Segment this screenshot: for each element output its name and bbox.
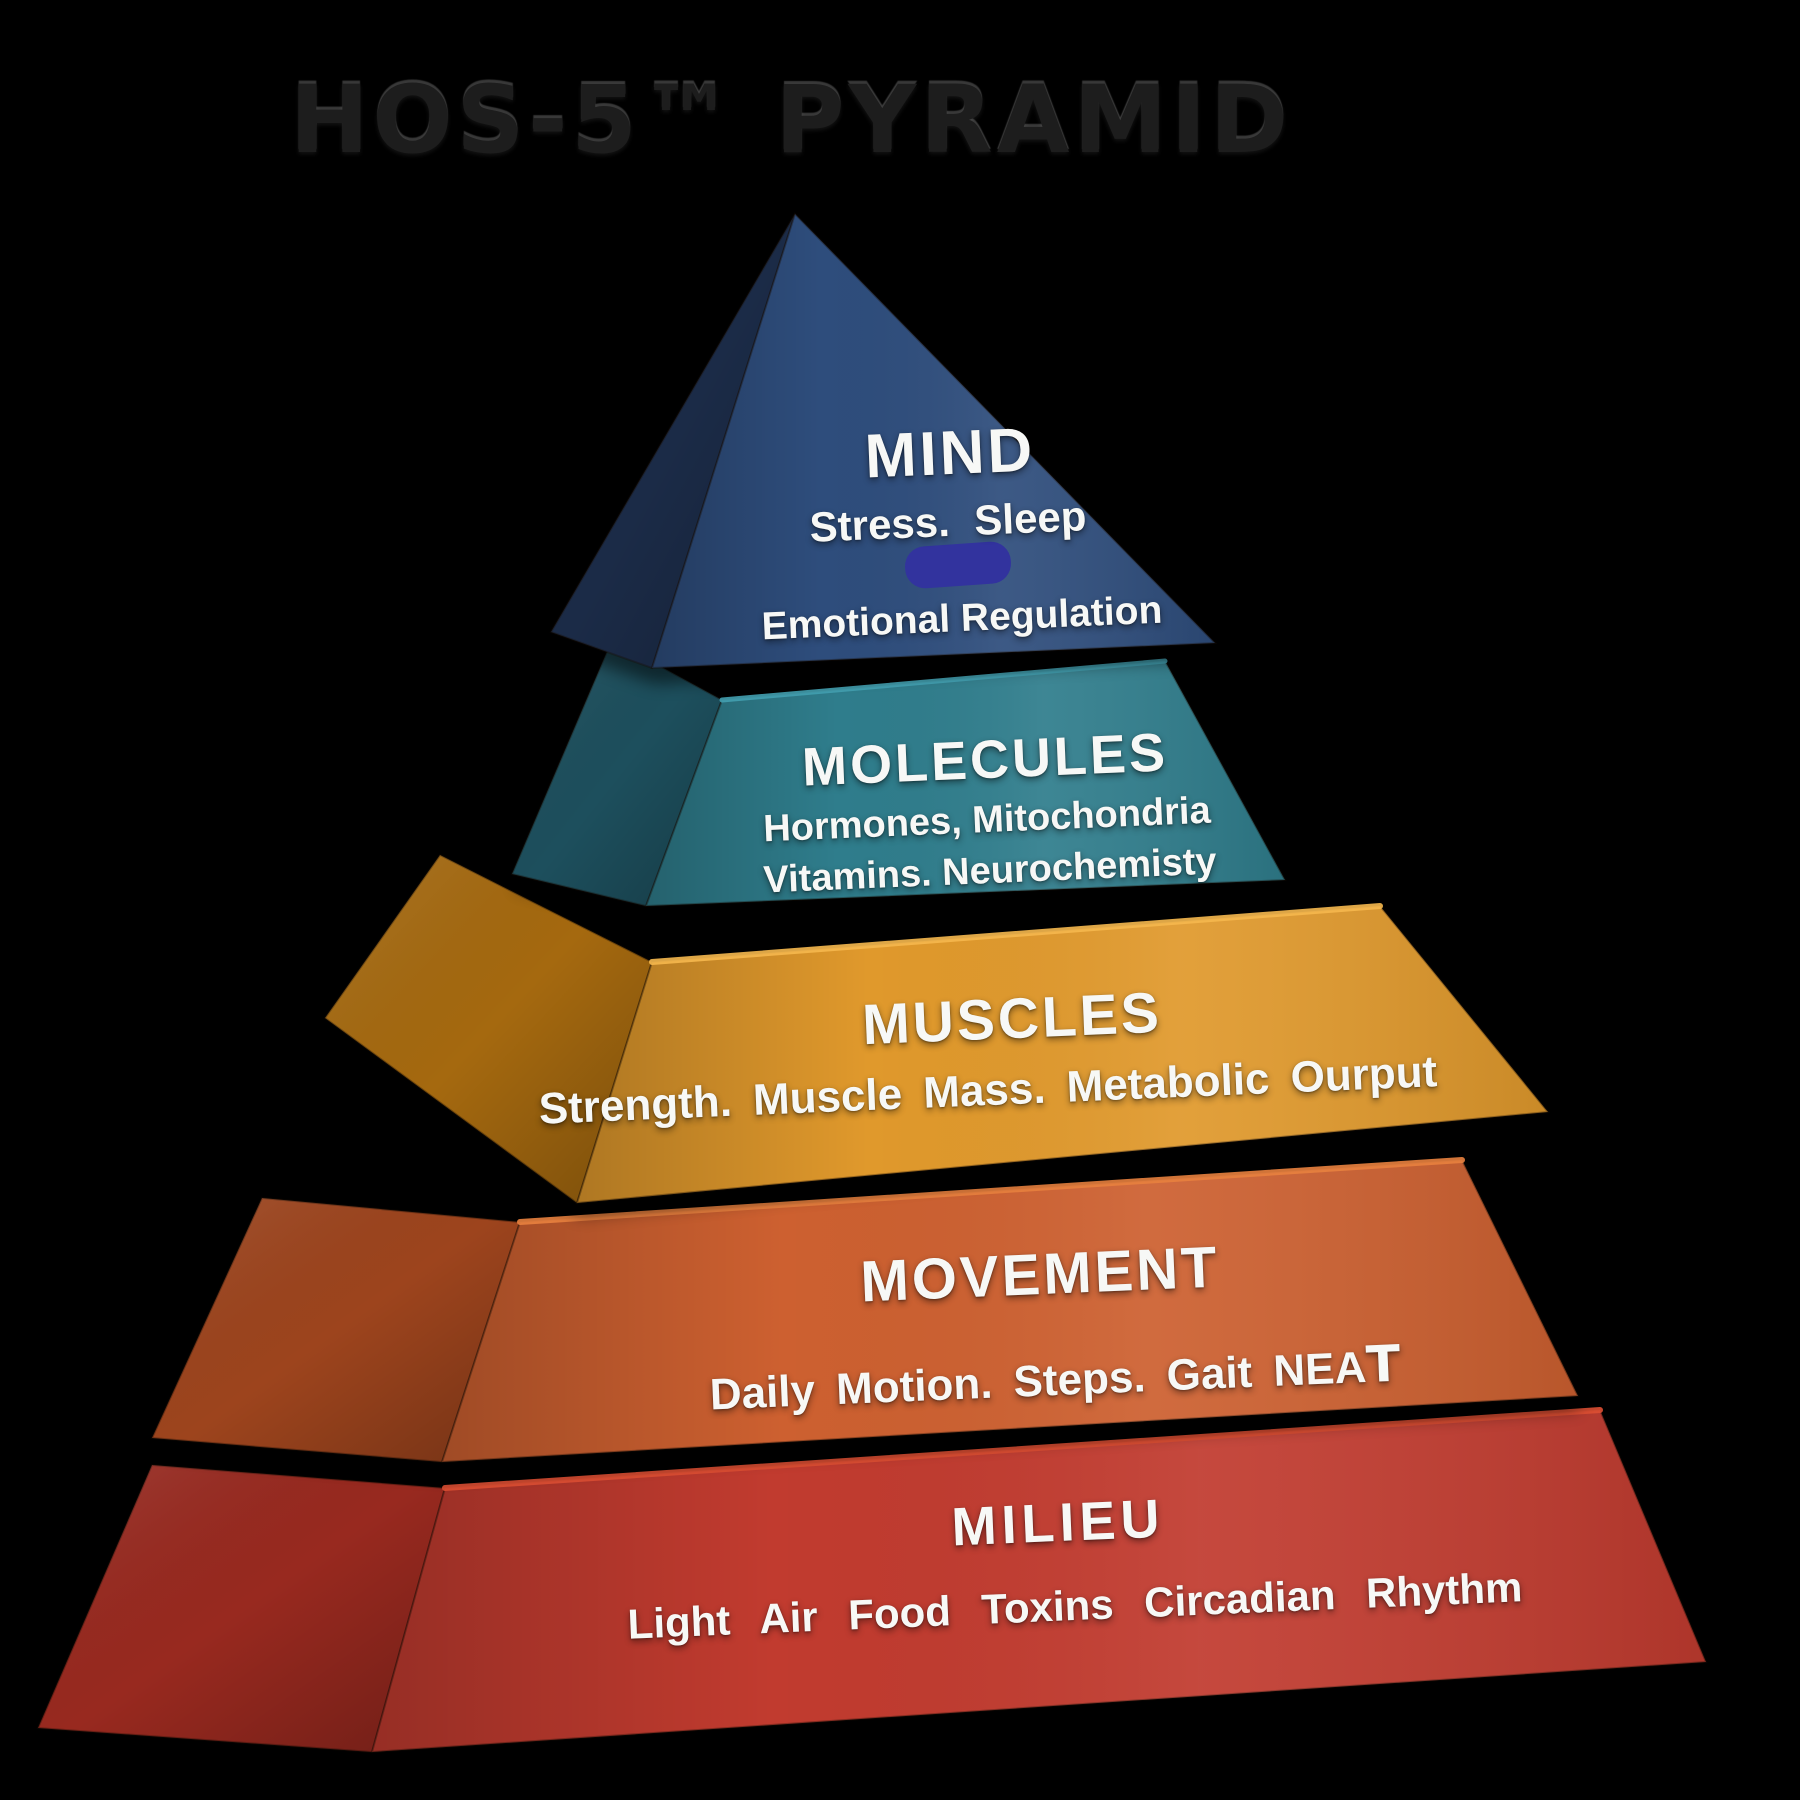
molecules-top-rim — [719, 658, 1168, 703]
movement-subtitle-neat-t: T — [1364, 1333, 1402, 1394]
mind-side-shade — [551, 214, 795, 668]
molecules-front-sheen — [646, 661, 1285, 906]
movement-side-shade — [152, 1198, 520, 1462]
molecules-side-shade — [512, 640, 722, 906]
movement-top-rim — [517, 1157, 1465, 1225]
movement-front-sheen — [442, 1160, 1578, 1462]
milieu-side-shade — [38, 1465, 445, 1752]
mind-redaction-blob — [905, 541, 1011, 589]
tier-movement-shape — [150, 1157, 1581, 1476]
tier-molecules-shape — [510, 638, 1288, 920]
diagram-title: HOS-5™ PYRAMID — [289, 66, 1293, 175]
milieu-title: MILIEU — [950, 1488, 1166, 1558]
muscles-side-shade — [325, 855, 652, 1203]
mind-front-sheen — [652, 214, 1215, 668]
muscles-title: MUSCLES — [860, 980, 1164, 1058]
tier-muscles-shape — [323, 853, 1551, 1217]
muscles-top-rim — [649, 903, 1383, 965]
tier-milieu-shape — [36, 1407, 1709, 1766]
muscles-front-sheen — [577, 906, 1548, 1203]
tier-mind-shape — [549, 212, 1218, 684]
mind-title: MIND — [863, 415, 1037, 492]
milieu-top-rim — [442, 1407, 1603, 1491]
milieu-front-sheen — [372, 1410, 1706, 1752]
